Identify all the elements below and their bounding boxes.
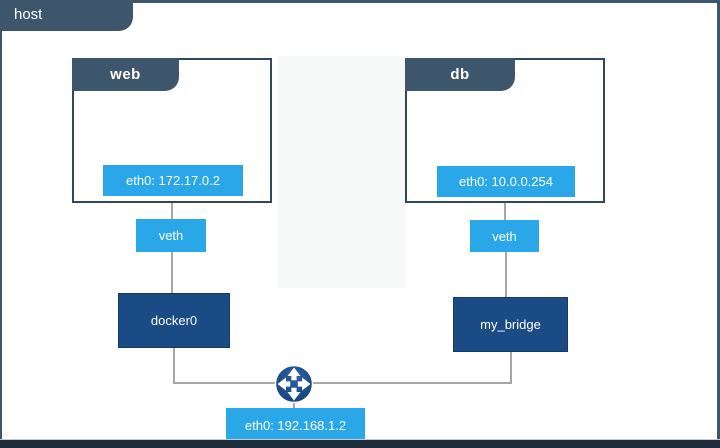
frame-border-right	[717, 0, 720, 448]
host-eth0-chip: eth0: 192.168.1.2	[226, 408, 365, 442]
connector-mybridge-to-bus	[510, 352, 512, 383]
web-eth0-chip: eth0: 172.17.0.2	[103, 165, 243, 196]
veth-chip-right: veth	[470, 220, 539, 252]
host-eth0-label: eth0: 192.168.1.2	[244, 417, 347, 433]
container-web-tab: web	[72, 58, 179, 91]
frame-border-left	[0, 0, 2, 448]
veth-chip-left: veth	[136, 219, 206, 252]
db-eth0-label: eth0: 10.0.0.254	[459, 174, 553, 189]
bridge-my-bridge-label: my_bridge	[480, 317, 541, 332]
web-eth0-label: eth0: 172.17.0.2	[126, 173, 220, 188]
host-tab-label: host	[14, 6, 43, 23]
bridge-my-bridge: my_bridge	[453, 297, 568, 352]
host-tab: host	[0, 0, 133, 31]
container-db-tab: db	[405, 58, 515, 91]
connector-docker0-to-bus	[173, 348, 175, 383]
bridge-docker0: docker0	[118, 293, 230, 348]
container-web-label: web	[110, 66, 141, 83]
connector-db-to-veth	[504, 203, 506, 220]
connector-web-to-veth	[171, 203, 173, 219]
background-shade	[278, 56, 405, 288]
veth-left-label: veth	[158, 228, 184, 243]
connector-veth-to-docker0	[171, 252, 173, 293]
frame-border-top	[0, 0, 720, 3]
frame-bottom-bar	[0, 440, 720, 448]
db-eth0-chip: eth0: 10.0.0.254	[437, 166, 575, 197]
connector-horizontal-bus	[173, 382, 512, 384]
frame-bottom-line	[0, 439, 720, 440]
bridge-docker0-label: docker0	[150, 313, 198, 328]
router-icon	[274, 364, 314, 404]
veth-right-label: veth	[492, 228, 517, 244]
container-db-label: db	[450, 66, 470, 83]
connector-veth-to-mybridge	[505, 252, 507, 297]
